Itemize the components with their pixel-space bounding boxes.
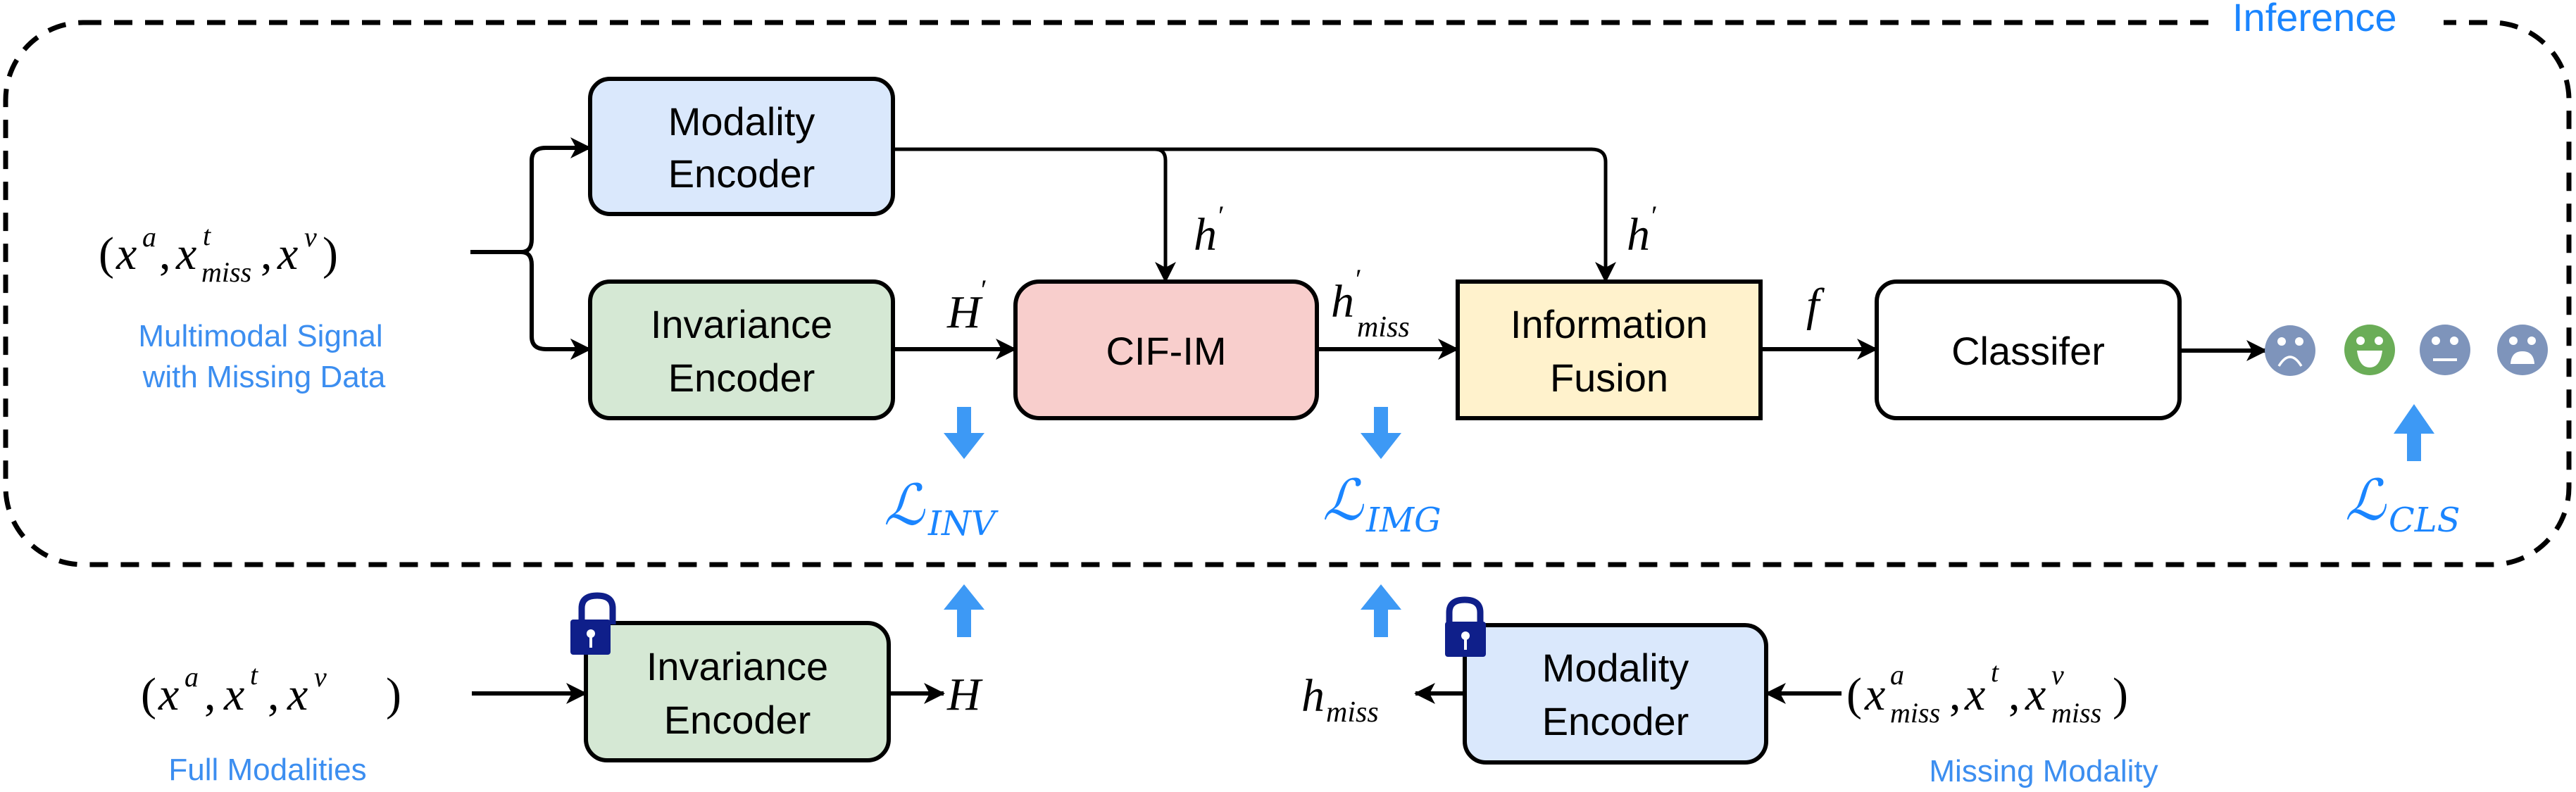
svg-text:h: h: [1301, 670, 1325, 722]
svg-text:v: v: [304, 221, 317, 253]
svg-text:Modality: Modality: [668, 99, 815, 144]
svg-text:x: x: [115, 228, 137, 279]
svg-text:t: t: [1991, 656, 1999, 688]
loss-cls-label: ℒ CLS: [2345, 467, 2460, 540]
training-img-up-arrow: [1361, 584, 1401, 637]
miss-subscript: miss: [1357, 311, 1410, 344]
missing-modality-caption: Missing Modality: [1929, 754, 2158, 788]
svg-text:a: a: [1890, 659, 1904, 691]
svg-text:ℒ: ℒ: [884, 472, 925, 538]
svg-text:Fusion: Fusion: [1550, 356, 1668, 400]
svg-text:): ): [386, 669, 401, 720]
svg-text:x: x: [1864, 669, 1885, 720]
prime-mark: ′: [1218, 200, 1225, 232]
loss-img-down-arrow: [1361, 407, 1401, 459]
inference-input-caption-line1: Multimodal Signal: [138, 319, 382, 353]
svg-text:Classifer: Classifer: [1951, 329, 2105, 373]
svg-text:): ): [323, 228, 338, 279]
svg-text:miss: miss: [1326, 696, 1379, 729]
svg-text:Encoder: Encoder: [668, 356, 815, 400]
svg-text:miss: miss: [1890, 697, 1940, 729]
svg-text:,: ,: [261, 228, 273, 279]
svg-text:miss: miss: [201, 256, 251, 288]
h-miss-prime-label: h: [1331, 276, 1354, 327]
svg-text:,: ,: [1949, 669, 1961, 720]
f-label: f: [1806, 279, 1825, 331]
h-prime-connector: [893, 147, 1608, 279]
svg-text:,: ,: [204, 669, 216, 720]
svg-text:x: x: [175, 228, 196, 279]
svg-text:ℒ: ℒ: [2345, 467, 2387, 533]
svg-text:Information: Information: [1511, 302, 1708, 346]
loss-cls-up-arrow: [2394, 404, 2434, 461]
information-fusion-box: Information Fusion: [1456, 279, 1763, 420]
svg-text:x: x: [223, 669, 244, 720]
frozen-invariance-encoder-box: Invariance Encoder: [584, 621, 891, 762]
svg-text:a: a: [142, 221, 156, 253]
inference-input-caption-line2: with Missing Data: [142, 360, 386, 394]
svg-text:,: ,: [268, 669, 280, 720]
svg-text:t: t: [250, 659, 258, 691]
svg-text:INV: INV: [927, 504, 999, 543]
svg-text:v: v: [2051, 659, 2064, 691]
svg-text:CIF-IM: CIF-IM: [1106, 329, 1226, 373]
svg-text:x: x: [1964, 669, 1985, 720]
svg-text:Modality: Modality: [1542, 646, 1689, 690]
prime-mark: ′: [1356, 263, 1362, 295]
lock-icon: [570, 592, 616, 655]
svg-text:(: (: [1846, 669, 1862, 720]
prime-mark: ′: [1651, 200, 1658, 232]
H-label: H: [946, 669, 983, 720]
svg-text:t: t: [203, 220, 211, 251]
svg-text:ℒ: ℒ: [1323, 467, 1364, 533]
frame-label-bg: [2211, 0, 2444, 42]
classifier-box: Classifer: [1875, 279, 2182, 420]
svg-text:(: (: [141, 669, 156, 720]
svg-text:IMG: IMG: [1365, 501, 1441, 540]
full-modalities-caption: Full Modalities: [168, 753, 366, 787]
svg-text:CLS: CLS: [2389, 501, 2460, 540]
svg-text:a: a: [185, 661, 199, 693]
neutral-face-icon: [2420, 325, 2470, 375]
svg-text:(: (: [99, 228, 114, 279]
full-modalities-formula: ( x a , x t , x v ): [141, 659, 401, 720]
h-prime-label-1: h: [1194, 209, 1217, 260]
H-prime-label: H: [946, 287, 983, 338]
missing-modality-formula: ( x a miss , x t , x v miss ): [1846, 656, 2128, 729]
invariance-encoder-box: Invariance Encoder: [588, 279, 895, 420]
svg-text:,: ,: [2008, 669, 2020, 720]
sad-face-icon: [2265, 325, 2315, 376]
training-inv-up-arrow: [944, 584, 984, 637]
svg-text:v: v: [314, 661, 327, 693]
modality-encoder-box: Modality Encoder: [588, 77, 895, 216]
frozen-modality-encoder-box: Modality Encoder: [1463, 623, 1768, 765]
cif-im-box: CIF-IM: [1013, 279, 1319, 420]
svg-text:Invariance: Invariance: [646, 644, 828, 689]
svg-text:miss: miss: [2051, 697, 2101, 729]
loss-inv-label: ℒ INV: [884, 472, 999, 543]
svg-text:Encoder: Encoder: [668, 151, 815, 196]
prime-mark: ′: [981, 274, 987, 306]
svg-text:Invariance: Invariance: [651, 302, 832, 346]
happy-face-icon: [2344, 325, 2395, 375]
svg-text:x: x: [158, 669, 179, 720]
svg-text:x: x: [2025, 669, 2046, 720]
surprised-face-icon: [2497, 325, 2548, 375]
inference-input-formula: ( x a , x t miss , x v ): [99, 220, 338, 288]
h-prime-label-2: h: [1627, 209, 1650, 260]
h-miss-label: h miss: [1301, 670, 1379, 729]
svg-text:,: ,: [159, 228, 171, 279]
svg-text:Encoder: Encoder: [1542, 699, 1689, 743]
loss-inv-down-arrow: [944, 407, 984, 459]
loss-img-label: ℒ IMG: [1323, 467, 1441, 540]
inference-label: Inference: [2232, 0, 2397, 39]
svg-text:x: x: [277, 228, 298, 279]
lock-icon: [1445, 596, 1486, 657]
svg-text:x: x: [287, 669, 308, 720]
input-splitter-connector: [470, 146, 590, 349]
svg-text:Encoder: Encoder: [664, 698, 811, 742]
svg-text:): ): [2113, 669, 2128, 720]
